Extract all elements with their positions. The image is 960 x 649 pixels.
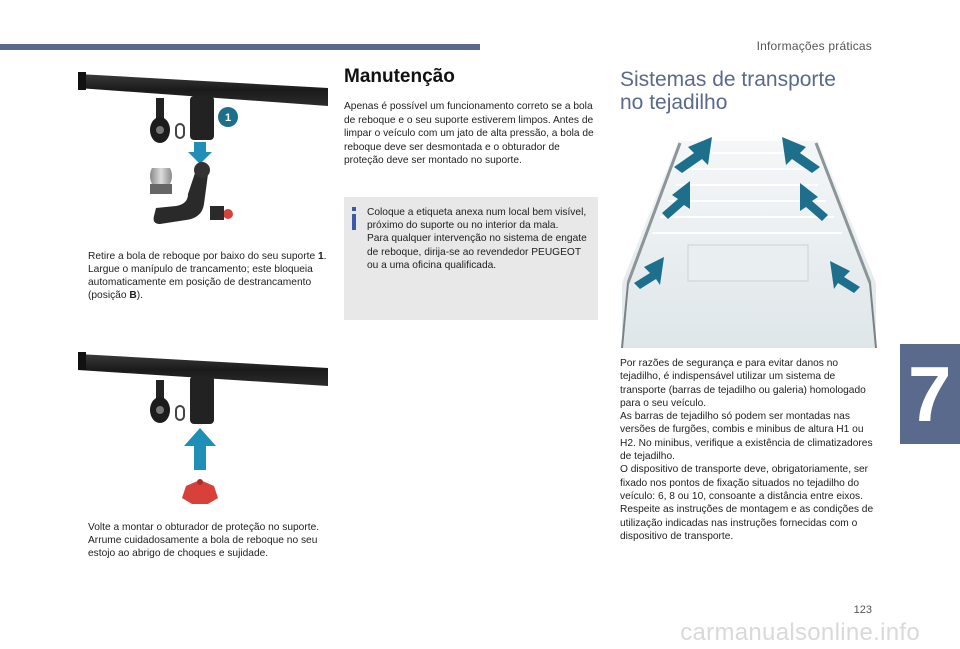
roof-systems-heading: Sistemas de transporte no tejadilho	[620, 68, 880, 114]
info-line: Coloque a etiqueta anexa num local bem v…	[367, 207, 587, 232]
step-text: Arrume cuidadosamente a bola de reboque …	[88, 535, 318, 559]
heading-line: Sistemas de transporte	[620, 68, 836, 91]
section-title: Informações práticas	[756, 39, 872, 53]
towbar-removal-illustration: 1	[78, 72, 328, 224]
info-text: Coloque a etiqueta anexa num local bem v…	[367, 206, 593, 272]
step-text: Volte a montar o obturador de proteção n…	[88, 522, 320, 533]
maintenance-heading: Manutenção	[344, 66, 455, 87]
info-box: Coloque a etiqueta anexa num local bem v…	[344, 197, 598, 320]
info-icon	[352, 207, 356, 230]
roof-systems-text: Por razões de segurança e para evitar da…	[620, 357, 880, 543]
callout-label: 1	[225, 112, 231, 124]
callout-badge	[218, 107, 238, 127]
watermark: carmanualsonline.info	[680, 619, 920, 646]
maintenance-paragraph: Apenas é possível um funcionamento corre…	[344, 101, 594, 167]
list-item: Arrume cuidadosamente a bola de reboque …	[72, 534, 334, 560]
roof-paragraph: O dispositivo de transporte deve, obriga…	[620, 464, 869, 502]
roof-anchor-points-illustration	[621, 137, 877, 348]
chapter-tab: 7	[900, 344, 960, 444]
heading-line: no tejadilho	[620, 91, 728, 114]
page-number: 123	[853, 604, 872, 616]
step-text: Largue o manípulo de trancamento; este b…	[88, 264, 313, 301]
roof-paragraph: Por razões de segurança e para evitar da…	[620, 358, 866, 409]
step-bold-ref: 1	[317, 251, 324, 262]
header-accent-bar	[0, 44, 480, 50]
roof-paragraph: Respeite as instruções de montagem e as …	[620, 504, 874, 542]
roof-paragraph: As barras de tejadilho só podem ser mont…	[620, 411, 873, 463]
step-text: Retire a bola de reboque por baixo do se…	[88, 251, 318, 262]
step-bold-ref: B	[129, 290, 137, 301]
chapter-number: 7	[908, 350, 952, 438]
storage-steps-list: Volte a montar o obturador de proteção n…	[72, 521, 334, 560]
list-item: Volte a montar o obturador de proteção n…	[72, 521, 334, 534]
list-item: Retire a bola de reboque por baixo do se…	[72, 250, 334, 263]
info-line: Para qualquer intervenção no sistema de …	[367, 233, 587, 271]
list-item: Largue o manípulo de trancamento; este b…	[72, 263, 334, 302]
step-text-end: .	[323, 251, 327, 262]
removal-steps-list: Retire a bola de reboque por baixo do se…	[72, 250, 334, 302]
protective-cap-illustration	[78, 352, 328, 504]
step-text-end: ).	[136, 290, 143, 301]
